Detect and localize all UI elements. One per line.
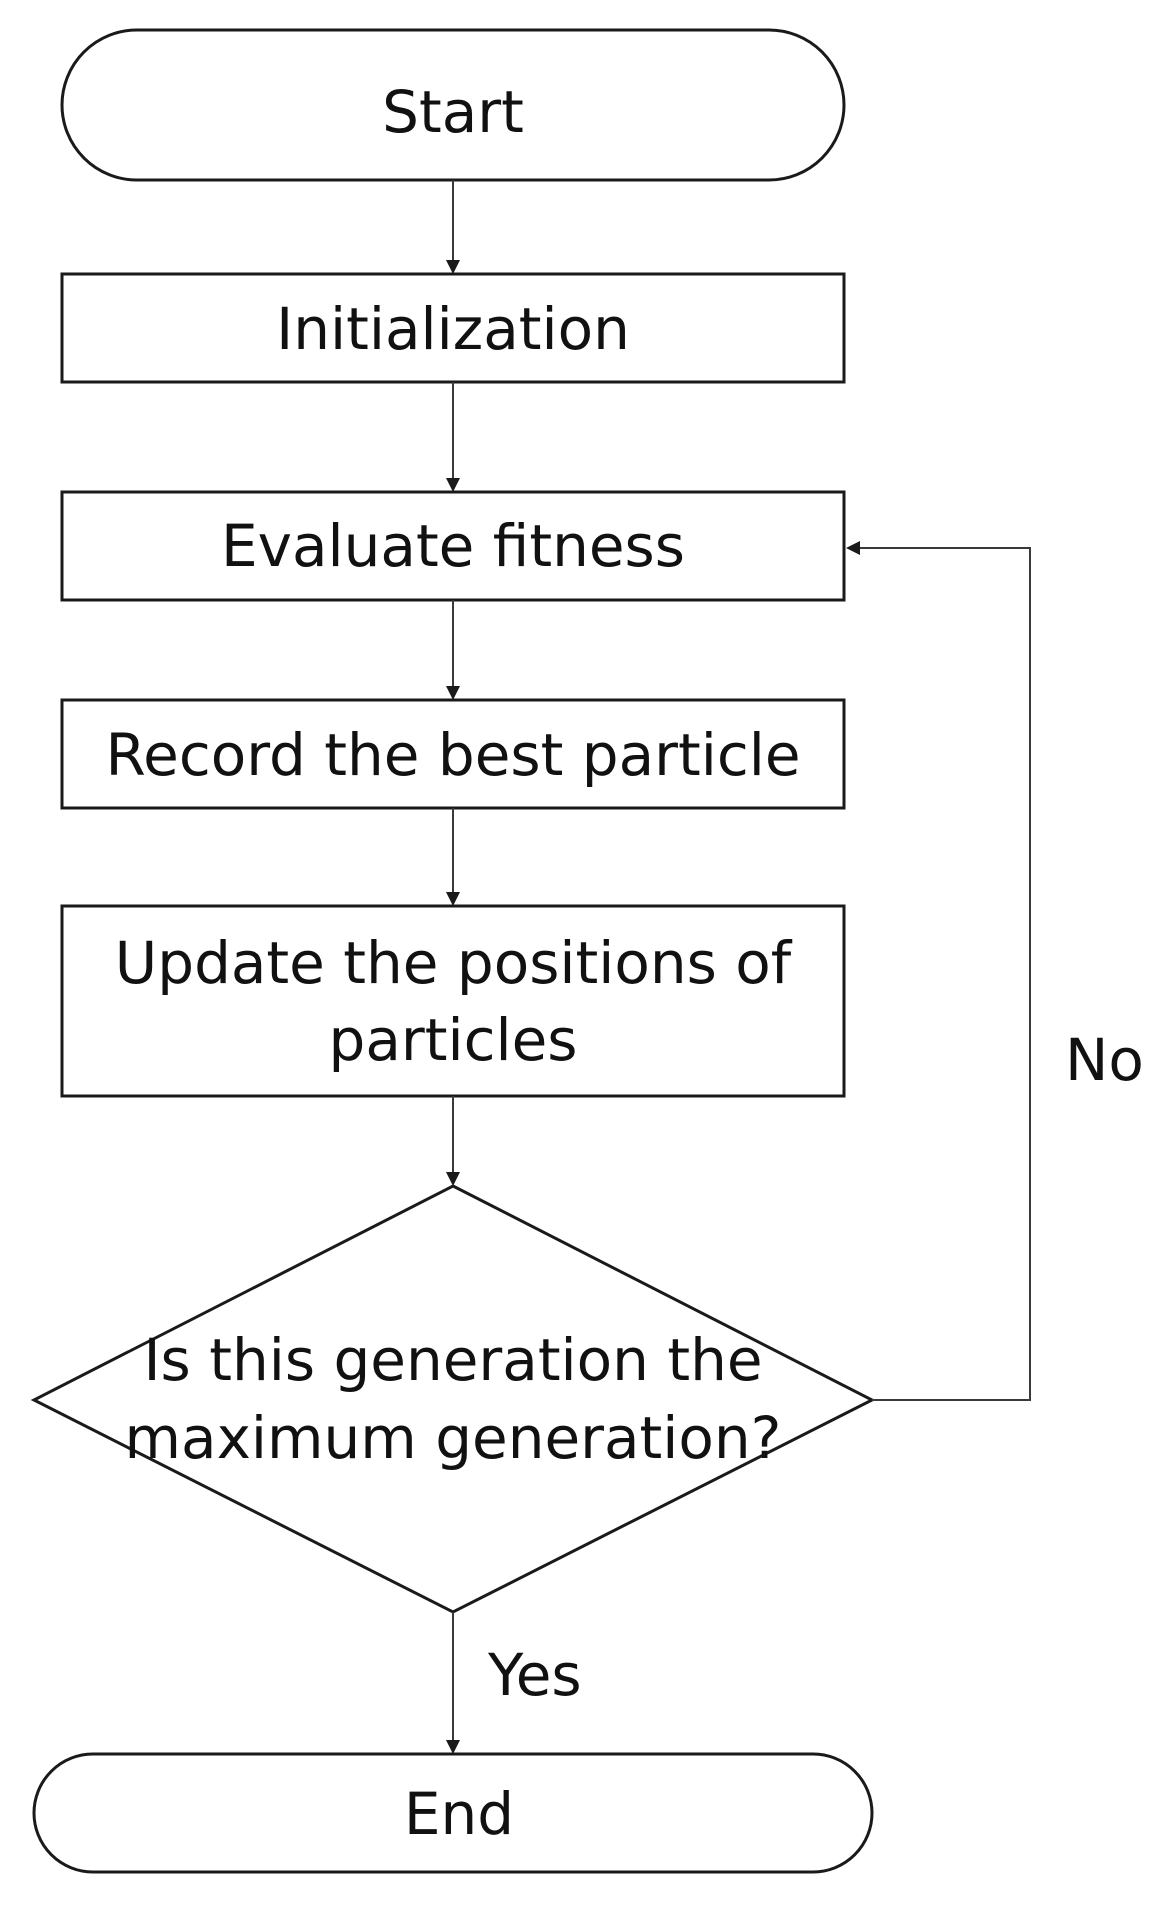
update-positions-label-line2: particles — [329, 1006, 578, 1074]
record-best-label: Record the best particle — [105, 721, 800, 789]
initialization-node: Initialization — [60, 272, 846, 384]
end-label: End — [404, 1780, 514, 1848]
update-positions-label-line1: Update the positions of — [115, 929, 793, 997]
initialization-label: Initialization — [276, 295, 630, 363]
yes-edge-label: Yes — [487, 1641, 582, 1709]
evaluate-fitness-label: Evaluate fitness — [221, 512, 685, 580]
end-node: End — [32, 1752, 874, 1874]
update-positions-node: Update the positions of particles — [60, 904, 846, 1098]
start-label: Start — [382, 78, 524, 146]
decision-label-line2: maximum generation? — [125, 1404, 782, 1472]
arrow-no-loop-to-evaluate — [846, 541, 1031, 1401]
decision-node: Is this generation the maximum generatio… — [30, 1184, 876, 1614]
decision-label-line1: Is this generation the — [143, 1326, 762, 1394]
record-best-node: Record the best particle — [60, 698, 846, 810]
evaluate-fitness-node: Evaluate fitness — [60, 490, 846, 602]
start-node: Start — [60, 28, 846, 182]
no-edge-label: No — [1065, 1026, 1144, 1094]
